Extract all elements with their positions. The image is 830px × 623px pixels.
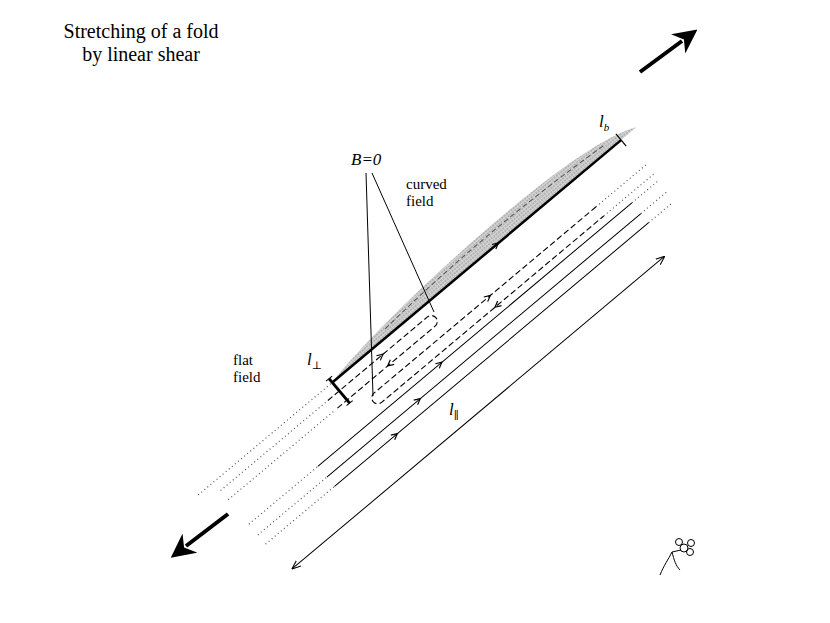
dimension-label: lb <box>598 112 610 132</box>
field-line <box>332 140 621 382</box>
dimension-line <box>293 257 665 569</box>
diagram-title: Stretching of a fold by linear shear <box>56 20 226 66</box>
signature-mark <box>660 539 695 576</box>
dimension-label: l⊥ <box>306 350 323 370</box>
thickness-marker <box>329 379 350 404</box>
stretch-arrow <box>640 41 682 72</box>
stretch-arrow <box>186 514 228 546</box>
thickness-marker <box>326 376 353 406</box>
dotted-line <box>198 382 332 494</box>
region-label: flat field <box>232 352 278 387</box>
dimension-label: l∥ <box>448 400 460 420</box>
field-label: B=0 <box>350 150 382 170</box>
fold-line <box>369 207 603 406</box>
field-line <box>318 203 649 486</box>
leader-line <box>366 173 373 396</box>
region-label: curved field <box>405 176 459 211</box>
dotted-line <box>221 400 336 499</box>
curved-line <box>382 141 604 328</box>
fold-line <box>328 313 440 410</box>
length-marker <box>616 134 626 146</box>
dotted-line <box>249 180 676 544</box>
fold-field-lines <box>186 113 711 584</box>
